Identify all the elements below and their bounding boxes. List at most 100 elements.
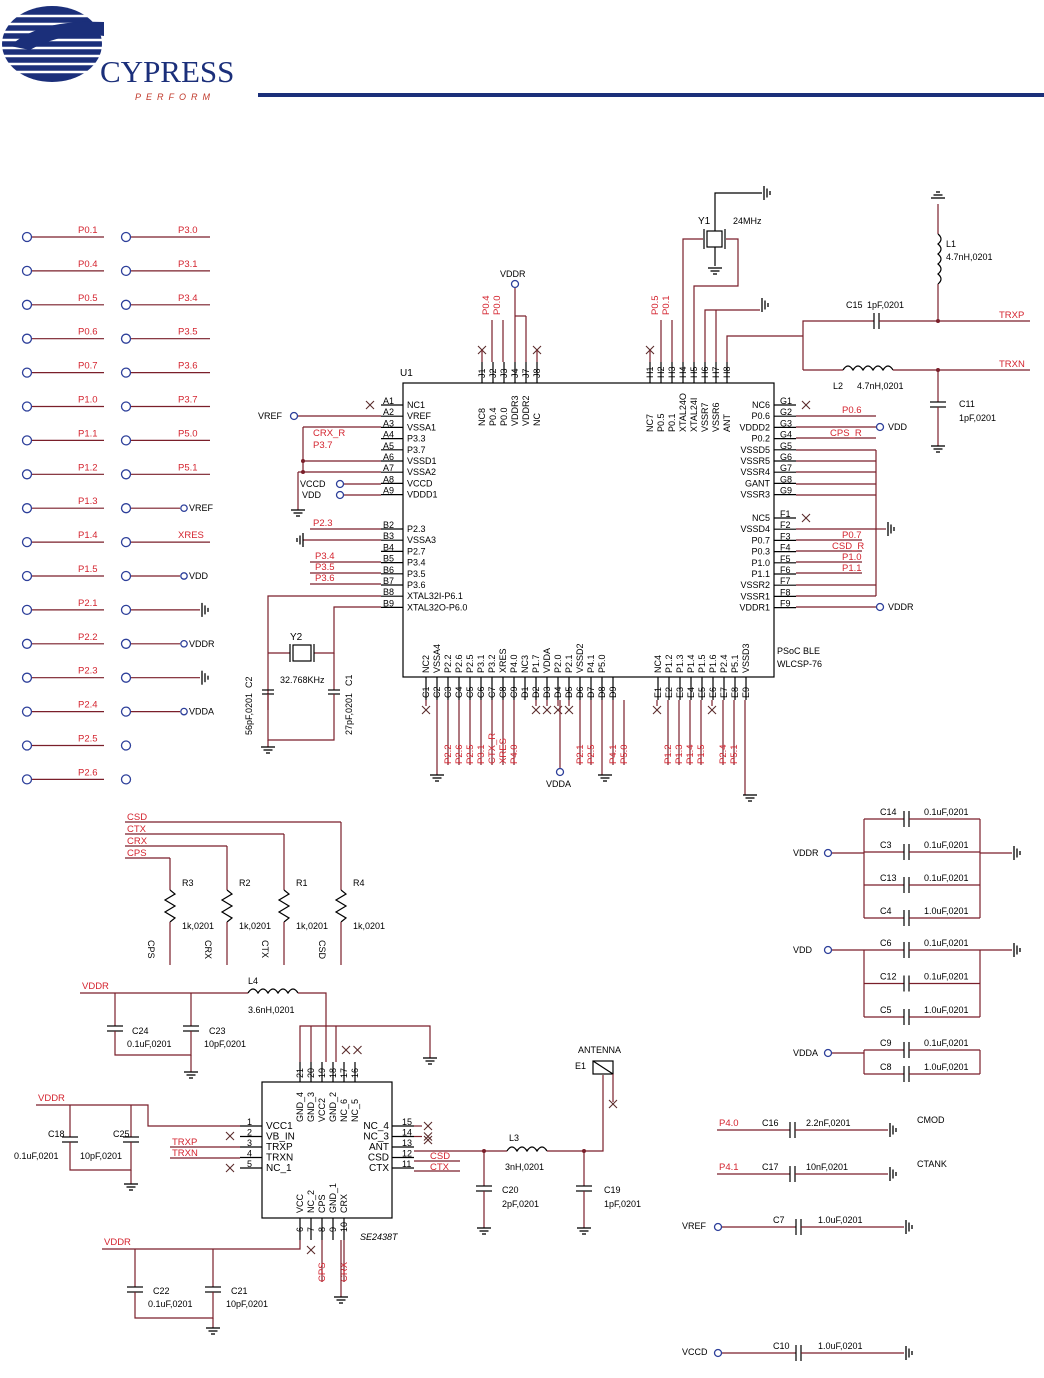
vccd-port-c10	[713, 1348, 723, 1358]
c10-ref: C10	[773, 1341, 790, 1351]
u1-pin-name-E3: P1.3	[675, 654, 685, 673]
u1-ball-H4: H4	[678, 366, 688, 378]
u1-ball-G7: G7	[780, 463, 792, 473]
u1-pin-name-A9: VDDD1	[407, 490, 438, 500]
l2-ref: L2	[833, 381, 843, 391]
u1-ball-A3: A3	[383, 418, 394, 428]
c15-value: 1pF,0201	[867, 300, 904, 310]
c2-ref: C2	[244, 676, 254, 688]
se-pin-name-6: VCC	[295, 1193, 305, 1213]
se-pin-name-21: GND_4	[295, 1092, 305, 1122]
se-pin-num-18: 18	[328, 1068, 338, 1078]
u1-bottom-net-15: P2.4	[718, 744, 729, 764]
vddr-label-c18: VDDR	[38, 1093, 65, 1104]
c21-ref: C21	[231, 1286, 248, 1296]
u1-pin-name-A4: P3.3	[407, 434, 426, 444]
resistor-ref-r3: R3	[182, 878, 194, 888]
resistor-bottom-net-ctx: CTX	[260, 940, 270, 958]
se-pin-num-10: 10	[339, 1222, 349, 1232]
test-point-net-P0-4: P0.4	[78, 259, 98, 270]
y2-crystal	[292, 644, 312, 662]
resistor-net-label-crx: CRX	[127, 836, 148, 847]
u1-pin-name-F3: P0.7	[751, 535, 770, 545]
u1-ball-B8: B8	[383, 587, 394, 597]
test-point-pad	[120, 299, 132, 310]
se-pin-name-1: VCC1	[266, 1121, 293, 1132]
c23-ref: C23	[209, 1026, 226, 1036]
test-point-pad	[21, 333, 33, 344]
y2-ref: Y2	[290, 632, 303, 643]
c18-ref: C18	[48, 1129, 65, 1139]
u1-pin-name-D4: P2.0	[553, 654, 563, 673]
u1-pin-name-C3: P2.2	[443, 654, 453, 673]
u1-ball-E7: E7	[719, 687, 729, 698]
vccd-port	[335, 479, 345, 489]
u1-ball-F9: F9	[780, 599, 791, 609]
c17-ref: C17	[762, 1162, 779, 1172]
c11-value: 1pF,0201	[959, 413, 996, 423]
u1-ball-C2: C2	[432, 686, 442, 698]
resistor-value-r3: 1k,0201	[182, 921, 214, 931]
u1-ball-C8: C8	[498, 686, 508, 698]
net-p3-7: P3.7	[313, 440, 333, 451]
decap-group-label-vddr: VDDR	[793, 848, 819, 858]
se-pin-name-14: NC_3	[363, 1132, 389, 1143]
u1-ball-F2: F2	[780, 520, 791, 530]
c23-value: 10pF,0201	[204, 1039, 246, 1049]
c16-value: 2.2nF,0201	[806, 1118, 851, 1128]
net-p0-5-top: P0.5	[650, 295, 661, 315]
l4-value: 3.6nH,0201	[248, 1005, 295, 1015]
vccd-label: VCCD	[300, 479, 326, 489]
u1-ball-C1: C1	[421, 686, 431, 698]
vccd-label-c10: VCCD	[682, 1347, 708, 1357]
u1-ball-D7: D7	[586, 686, 596, 698]
ground-symbol	[1013, 845, 1021, 861]
u1-pin-name-G2: P0.6	[751, 411, 770, 421]
c21-value: 10pF,0201	[226, 1299, 268, 1309]
net-crx-r: CRX_R	[313, 428, 345, 439]
u1-pin-name-D6: VSSD2	[575, 643, 585, 673]
vdda-label-bottom: VDDA	[546, 779, 571, 789]
u1-pin-name-D2: P1.7	[531, 654, 541, 673]
vddr-port-top	[510, 279, 520, 289]
vcc-decoupling: VDDR C22 0.1uF,0201 C21 10pF,0201	[102, 1237, 349, 1335]
cmod-label: CMOD	[917, 1115, 945, 1125]
u1-ball-E1: E1	[653, 687, 663, 698]
test-point-pad	[120, 367, 132, 378]
resistor-net-label-ctx: CTX	[127, 824, 147, 835]
test-point-net-P2-3: P2.3	[78, 666, 98, 677]
u1-pin-name-E2: P1.2	[664, 654, 674, 673]
test-point-pad	[21, 367, 33, 378]
no-connect-mark	[225, 1131, 235, 1141]
c17-value: 10nF,0201	[806, 1162, 848, 1172]
resistor-bottom-net-crx: CRX	[203, 940, 213, 959]
antenna-label: ANTENNA	[578, 1045, 621, 1055]
test-point-pad	[120, 265, 132, 277]
test-point-pad	[21, 570, 33, 582]
u1-ball-J4: J4	[510, 368, 520, 378]
u1-bottom-net-5: XRES	[498, 738, 509, 764]
c11-ref: C11	[959, 399, 975, 409]
decap-ref-c14: C14	[880, 807, 897, 817]
test-point-pad	[120, 604, 132, 616]
c1-ref: C1	[344, 674, 354, 686]
u1-ball-G1: G1	[780, 396, 792, 406]
u1-pin-name-E4: P1.4	[686, 654, 696, 673]
u1-ball-G6: G6	[780, 452, 792, 462]
test-point-net-P5-0: P5.0	[178, 428, 198, 439]
resistor-body-r2	[220, 889, 234, 923]
u1-ball-A4: A4	[383, 430, 394, 440]
vddr-port-right	[875, 602, 885, 612]
se-pin-num-12: 12	[402, 1149, 412, 1159]
net-p3-5-u1: P3.5	[315, 562, 335, 573]
se-pin-num-8: 8	[317, 1227, 327, 1232]
u1-pin-name-B6: P3.5	[407, 569, 426, 579]
se-pin-name-16: NC_5	[350, 1099, 360, 1122]
u1-bottom-net-10: P5.0	[619, 744, 630, 764]
u1-bottom-net-4: CTX_R	[487, 733, 498, 764]
resistor-net-label-csd: CSD	[127, 812, 147, 823]
u1-pin-name-D1: NC3	[520, 655, 530, 673]
se-pin-num-21: 21	[295, 1068, 305, 1078]
u1-pin-name-A7: VSSA2	[407, 467, 436, 477]
